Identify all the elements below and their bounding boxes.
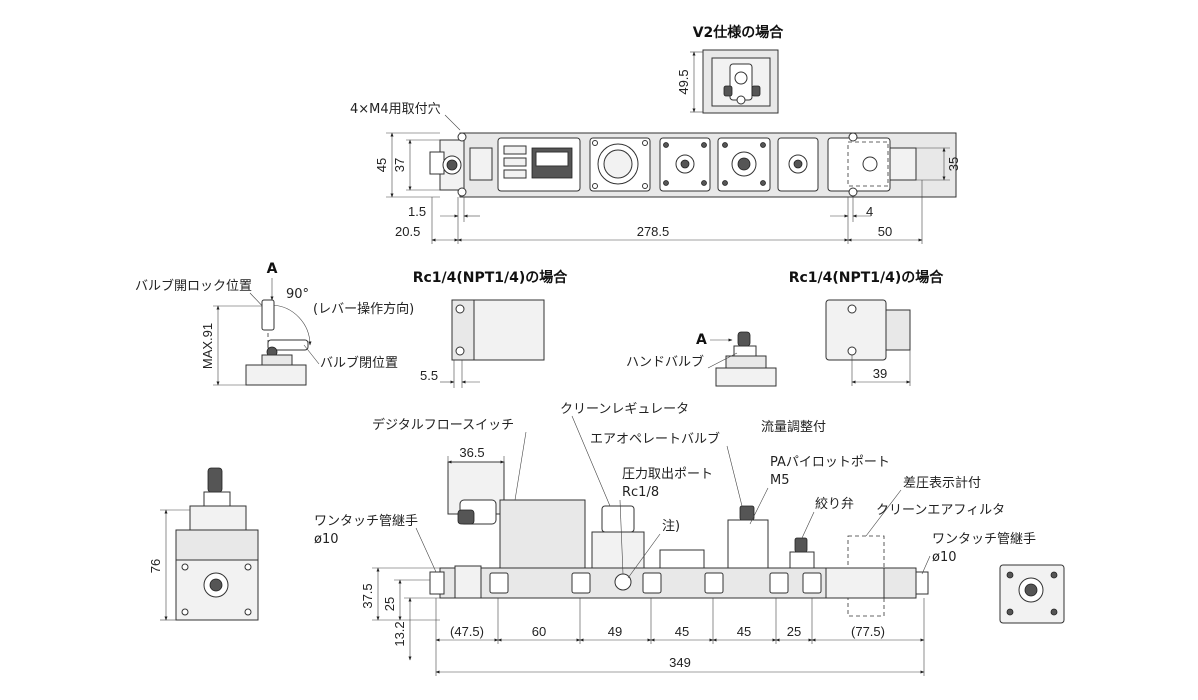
label-fitting-right-size: ø10: [932, 550, 957, 565]
dim-278-5: 278.5: [637, 224, 670, 239]
dim-35: 35: [946, 157, 961, 171]
dim-seg-7: (77.5): [851, 624, 885, 639]
dim-seg-1: (47.5): [450, 624, 484, 639]
dim-seg-4: 45: [675, 624, 689, 639]
dim-4: 4: [866, 204, 873, 219]
lock-position-label: バルブ開ロック位置: [135, 278, 252, 294]
lever-detail: A バルブ開ロック位置 90° (レバー操作方向) MAX.91 バルブ閉位置: [135, 261, 414, 386]
label-fitting-left-size: ø10: [314, 532, 339, 547]
label-pa-port: PAパイロットポート: [770, 455, 890, 470]
closed-position-label: バルブ閉位置: [320, 355, 398, 371]
rc-right-detail: Rc1/4(NPT1/4)の場合 39: [789, 269, 945, 386]
lever-a-label: A: [267, 261, 278, 277]
direction-label: (レバー操作方向): [313, 301, 414, 317]
rc-left-title: Rc1/4(NPT1/4)の場合: [413, 269, 569, 286]
dim-seg-6: 25: [787, 624, 801, 639]
end-view-left: 76: [148, 467, 259, 621]
label-fitting-right: ワンタッチ管継手: [932, 532, 1036, 547]
dim-1-5: 1.5: [408, 204, 426, 219]
dim-37: 37: [392, 158, 407, 172]
end-view-right: [999, 564, 1065, 624]
label-throttle: 絞り弁: [815, 497, 854, 512]
dim-45: 45: [374, 158, 389, 172]
label-pa-size: M5: [770, 473, 790, 488]
dim-37-5: 37.5: [360, 583, 375, 608]
max-91-label: MAX.91: [200, 323, 215, 369]
dim-13-2: 13.2: [392, 621, 407, 646]
dim-39: 39: [873, 366, 887, 381]
label-clean-filter: クリーンエアフィルタ: [876, 503, 1005, 518]
dim-25: 25: [382, 597, 397, 611]
hand-valve-detail: A ハンドバルブ: [626, 331, 777, 387]
dim-seg-3: 49: [608, 624, 622, 639]
label-note: 注): [662, 519, 680, 534]
label-diff-pressure: 差圧表示計付: [903, 475, 981, 491]
dim-total: 349: [669, 655, 691, 670]
v2-detail: V2仕様の場合 49.5: [676, 24, 785, 114]
dim-5-5: 5.5: [420, 368, 438, 383]
dim-50: 50: [878, 224, 892, 239]
dim-76: 76: [148, 559, 163, 573]
label-clean-regulator: クリーンレギュレータ: [560, 402, 689, 417]
dim-49-5: 49.5: [676, 69, 691, 94]
rc-left-detail: Rc1/4(NPT1/4)の場合 5.5: [413, 269, 569, 388]
label-pressure-port: 圧力取出ポート: [622, 467, 713, 482]
front-view: 36.5 デジタルフロースイッチ クリーンレギュレータ エアオペレートバルブ 圧…: [314, 402, 1036, 676]
label-pressure-port-size: Rc1/8: [622, 485, 659, 500]
top-view: 4×M4用取付穴: [350, 102, 961, 244]
dim-36-5: 36.5: [459, 445, 484, 460]
rc-right-title: Rc1/4(NPT1/4)の場合: [789, 269, 945, 286]
hand-valve-a: A: [696, 332, 707, 348]
hand-valve-label: ハンドバルブ: [626, 354, 704, 370]
label-flow-adj: 流量調整付: [761, 420, 826, 435]
dim-20-5: 20.5: [395, 224, 420, 239]
dim-seg-5: 45: [737, 624, 751, 639]
label-digital-flow: デジタルフロースイッチ: [372, 417, 514, 433]
mount-hole-label: 4×M4用取付穴: [350, 102, 441, 117]
angle-label: 90°: [286, 287, 309, 302]
v2-title: V2仕様の場合: [693, 24, 785, 41]
label-air-operated: エアオペレートバルブ: [590, 431, 720, 447]
dim-seg-2: 60: [532, 624, 546, 639]
label-fitting-left: ワンタッチ管継手: [314, 514, 418, 529]
